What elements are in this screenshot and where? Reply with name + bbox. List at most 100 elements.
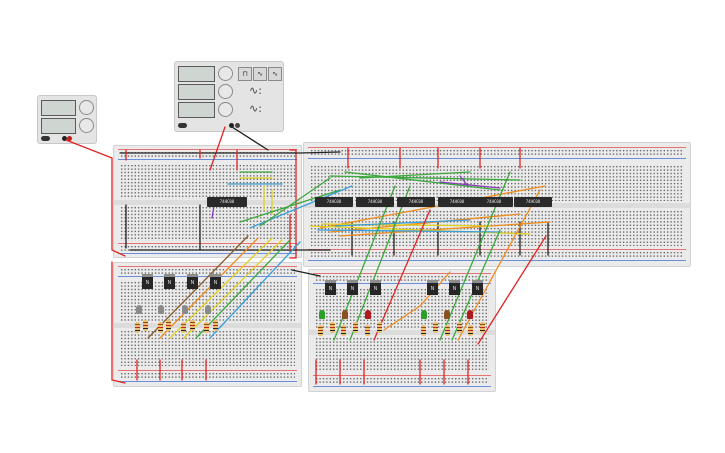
rail-blue-line <box>118 253 297 254</box>
rail-red-line <box>118 266 297 267</box>
led-red[interactable] <box>365 310 371 319</box>
rail-blue-line <box>118 159 297 160</box>
function-generator-top[interactable]: ⊓ ∿ ∿ ∿: ∿: <box>174 61 284 132</box>
resistor[interactable] <box>143 320 148 331</box>
npn-transistor[interactable]: N <box>427 280 438 295</box>
npn-transistor[interactable]: N <box>325 280 336 295</box>
npn-transistor[interactable]: N <box>164 274 175 289</box>
rail-red-line <box>313 273 491 274</box>
led-brown[interactable] <box>342 310 348 319</box>
terminal-holes <box>315 337 489 371</box>
resistor[interactable] <box>181 322 186 333</box>
rail-holes <box>120 151 295 158</box>
npn-transistor[interactable]: N <box>210 274 221 289</box>
resistor[interactable] <box>330 322 335 333</box>
knob-3[interactable] <box>218 102 233 117</box>
terminal-holes <box>315 288 489 328</box>
npn-transistor[interactable]: N <box>187 274 198 289</box>
resistor[interactable] <box>158 322 163 333</box>
ic-chip[interactable]: 74HC08 <box>356 197 394 207</box>
resistor[interactable] <box>135 322 140 333</box>
wave-indicator-2: ∿: <box>249 102 262 115</box>
power-switch[interactable] <box>41 136 50 141</box>
ic-chip[interactable]: 74HC08 <box>315 197 353 207</box>
terminal-holes <box>120 330 295 366</box>
display-2 <box>178 84 215 100</box>
rail-red-line <box>308 249 686 250</box>
triangle-wave-button[interactable]: ∿ <box>268 67 282 81</box>
power-switch[interactable] <box>178 123 187 128</box>
rail-red-line <box>313 375 491 376</box>
ic-chip[interactable]: 74HC08 <box>438 197 476 207</box>
knob-2[interactable] <box>218 84 233 99</box>
resistor[interactable] <box>204 322 209 333</box>
led-gray[interactable] <box>158 305 164 314</box>
resistor[interactable] <box>445 325 450 336</box>
resistor[interactable] <box>377 322 382 333</box>
led-gray[interactable] <box>182 305 188 314</box>
terminal-negative[interactable] <box>62 136 67 141</box>
rail-holes <box>315 377 489 384</box>
display-1 <box>178 66 215 82</box>
rail-holes <box>120 245 295 252</box>
led-green[interactable] <box>421 310 427 319</box>
rail-blue-line <box>308 158 686 159</box>
resistor[interactable] <box>480 322 485 333</box>
rail-red-line <box>118 243 297 244</box>
rail-blue-line <box>313 386 491 387</box>
rail-holes <box>310 251 684 258</box>
power-supply-left[interactable] <box>37 95 97 144</box>
resistor[interactable] <box>166 320 171 331</box>
resistor[interactable] <box>341 325 346 336</box>
terminal-holes <box>310 165 684 201</box>
terminal-positive[interactable] <box>235 123 240 128</box>
led-green[interactable] <box>319 310 325 319</box>
rail-blue-line <box>313 283 491 284</box>
ic-chip[interactable]: 74HC08 <box>514 197 552 207</box>
npn-transistor[interactable]: N <box>449 280 460 295</box>
wave-indicator-1: ∿: <box>249 84 262 97</box>
rail-blue-line <box>118 381 297 382</box>
npn-transistor[interactable]: N <box>472 280 483 295</box>
rail-red-line <box>308 147 686 148</box>
rail-holes <box>310 149 684 156</box>
resistor[interactable] <box>213 320 218 331</box>
sine-wave-button[interactable]: ∿ <box>253 67 267 81</box>
rail-holes <box>315 275 489 282</box>
rail-holes <box>120 372 295 379</box>
rail-blue-line <box>308 260 686 261</box>
current-knob[interactable] <box>79 118 94 133</box>
display-3 <box>178 102 215 118</box>
terminal-holes <box>120 164 295 199</box>
rail-red-line <box>118 370 297 371</box>
led-red[interactable] <box>467 310 473 319</box>
resistor[interactable] <box>457 322 462 333</box>
terminal-negative[interactable] <box>229 123 234 128</box>
npn-transistor[interactable]: N <box>347 280 358 295</box>
resistor[interactable] <box>365 325 370 336</box>
resistor[interactable] <box>421 325 426 336</box>
rail-red-line <box>118 149 297 150</box>
ic-chip[interactable]: 74HC08 <box>475 197 513 207</box>
ic-chip[interactable]: 74HC08 <box>207 197 247 207</box>
current-display <box>41 118 76 134</box>
terminal-holes <box>310 210 684 246</box>
knob-1[interactable] <box>218 66 233 81</box>
terminal-positive[interactable] <box>67 136 72 141</box>
npn-transistor[interactable]: N <box>142 274 153 289</box>
square-wave-button[interactable]: ⊓ <box>238 67 252 81</box>
ic-chip[interactable]: 74HC08 <box>397 197 435 207</box>
led-brown[interactable] <box>444 310 450 319</box>
npn-transistor[interactable]: N <box>370 280 381 295</box>
resistor[interactable] <box>353 322 358 333</box>
terminal-holes <box>120 206 295 241</box>
resistor[interactable] <box>318 325 323 336</box>
led-gray[interactable] <box>136 305 142 314</box>
resistor[interactable] <box>468 325 473 336</box>
voltage-knob[interactable] <box>79 100 94 115</box>
resistor[interactable] <box>190 320 195 331</box>
resistor[interactable] <box>433 322 438 333</box>
led-gray[interactable] <box>205 305 211 314</box>
voltage-display <box>41 100 76 116</box>
